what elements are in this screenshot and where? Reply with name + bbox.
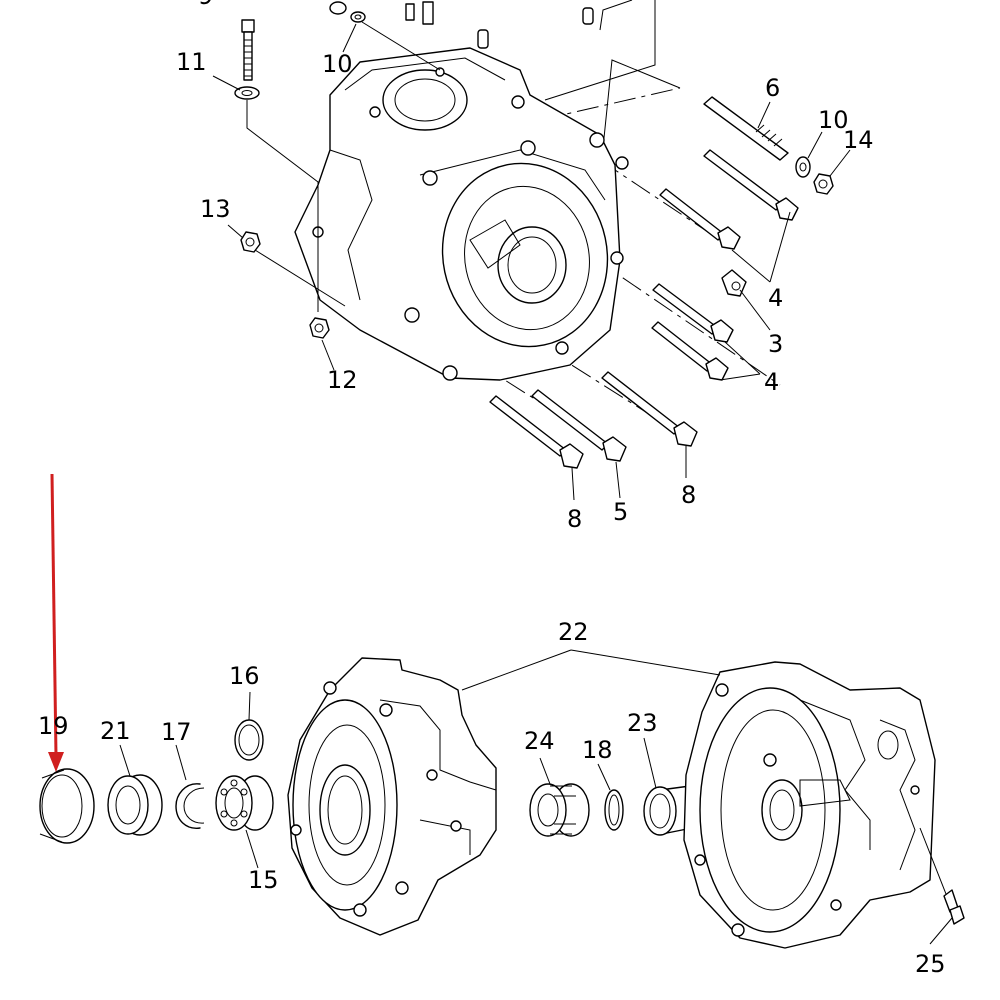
bolt-8-left [489, 395, 584, 469]
bolt-4-a [703, 149, 799, 221]
label-18: 18 [582, 736, 613, 764]
label-12: 12 [327, 366, 358, 394]
lower-leader-lines [119, 649, 953, 945]
label-25: 25 [915, 950, 946, 978]
bearing-15 [215, 775, 274, 831]
washer-10-right [795, 156, 811, 178]
label-23: 23 [627, 709, 658, 737]
label-13: 13 [200, 195, 231, 223]
nut-12 [309, 317, 330, 339]
plug-3 [721, 269, 747, 297]
label-24: 24 [524, 727, 555, 755]
label-21: 21 [100, 717, 131, 745]
bolt-4-b [659, 188, 741, 250]
transmission-housing-upper [294, 47, 629, 381]
label-11: 11 [176, 48, 207, 76]
label-8-right: 8 [681, 481, 696, 509]
fitting-25 [919, 827, 965, 925]
label-9: 9 [198, 0, 213, 10]
transmission-housing-lower-left [287, 657, 497, 936]
label-22: 22 [558, 618, 589, 646]
seal-19 [39, 768, 95, 844]
nut-13 [240, 231, 261, 253]
part-labels: 9 10 11 13 12 6 10 14 4 3 4 8 5 8 22 16 … [38, 0, 946, 978]
label-19: 19 [38, 712, 69, 740]
label-6: 6 [765, 74, 780, 102]
bolt-4-c [652, 283, 734, 343]
label-10-right: 10 [818, 106, 849, 134]
snap-ring-18 [604, 789, 624, 831]
collar-21 [107, 774, 163, 836]
nut-14 [813, 173, 834, 195]
bolt-4-d [651, 321, 729, 381]
label-14: 14 [843, 126, 874, 154]
needle-bearing-24 [529, 783, 590, 837]
pointer-arrow [48, 473, 64, 772]
washer-11 [234, 86, 260, 100]
label-15: 15 [248, 866, 279, 894]
label-3: 3 [768, 330, 783, 358]
snap-ring-17 [175, 783, 205, 829]
bolt-9 [241, 19, 255, 81]
bolt-8-right [601, 371, 698, 447]
transmission-housing-lower-right [683, 661, 936, 949]
label-4-lower: 4 [764, 368, 779, 396]
long-bolt-6 [703, 96, 789, 161]
label-8-left: 8 [567, 505, 582, 533]
upper-leader-lines [212, 0, 851, 501]
top-fittings [329, 1, 594, 49]
label-5: 5 [613, 498, 628, 526]
label-10-top: 10 [322, 50, 353, 78]
bolt-5 [531, 389, 627, 462]
o-ring-16 [234, 719, 264, 761]
label-16: 16 [229, 662, 260, 690]
label-4-upper: 4 [768, 284, 783, 312]
label-17: 17 [161, 718, 192, 746]
